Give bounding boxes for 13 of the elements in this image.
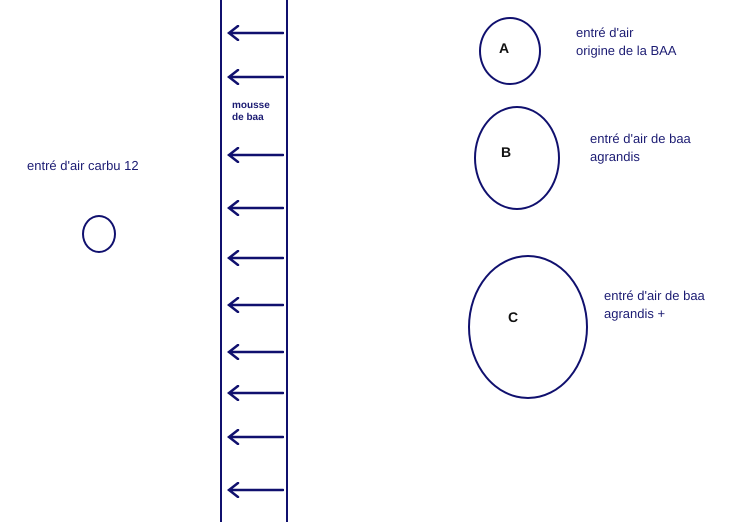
circle-letter: B [501,144,512,160]
intake-circle [468,255,588,399]
intake-caption: entré d'air carbu 12 [27,157,139,175]
foam-band [220,0,288,522]
intake-caption: entré d'air de baa agrandis + [604,287,705,323]
circle-letter: A [499,40,510,56]
band-label: mousse de baa [232,100,271,124]
circle-letter: C [508,309,518,325]
intake-circle [474,106,560,210]
intake-caption: entré d'air origine de la BAA [576,24,676,60]
intake-circle [479,17,541,85]
intake-circle [82,215,116,253]
intake-caption: entré d'air de baa agrandis [590,130,691,166]
